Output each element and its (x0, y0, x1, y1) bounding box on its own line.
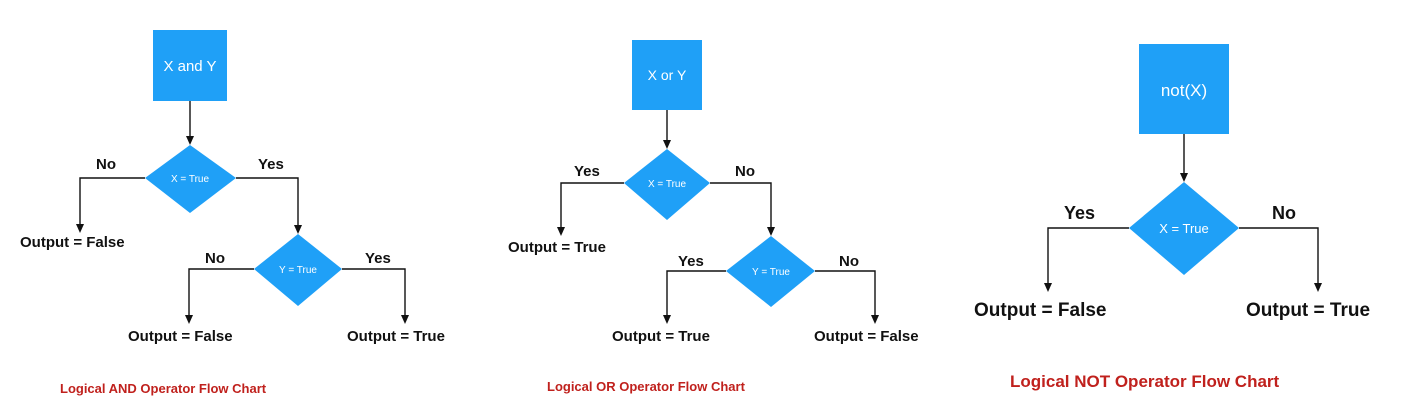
not-start-box (1139, 44, 1229, 134)
or-no-label-2: No (839, 253, 859, 270)
and-no-branch-line-2 (188, 268, 254, 316)
and-decision-y-label: Y = True (279, 265, 317, 276)
not-no-label: No (1272, 203, 1296, 223)
or-no-branch-line (710, 182, 772, 228)
and-start-box (153, 30, 227, 101)
and-arrowhead (186, 136, 194, 145)
and-arrowhead (76, 224, 84, 233)
and-no-label: No (96, 156, 116, 173)
or-no-branch-line-2 (815, 270, 876, 316)
and-decision-x (145, 145, 236, 213)
not-arrowhead (1314, 283, 1322, 292)
not-output-false: Output = False (974, 300, 1107, 321)
or-yes-branch-line (560, 182, 624, 228)
and-start-label: X and Y (163, 58, 216, 75)
or-decision-y (726, 236, 815, 307)
or-arrowhead (663, 315, 671, 324)
and-output-false-2: Output = False (128, 328, 233, 345)
or-arrowhead (767, 227, 775, 236)
not-arrowhead (1044, 283, 1052, 292)
not-caption: Logical NOT Operator Flow Chart (1010, 372, 1280, 391)
and-output-true: Output = True (347, 328, 445, 345)
and-no-branch-line (79, 177, 145, 225)
or-arrowhead (557, 227, 565, 236)
and-decision-x-label: X = True (171, 174, 210, 185)
not-decision-x-label: X = True (1159, 221, 1209, 236)
and-arrowhead (185, 315, 193, 324)
or-decision-x-label: X = True (648, 179, 687, 190)
or-decision-y-label: Y = True (752, 267, 790, 278)
or-output-true-1: Output = True (508, 239, 606, 256)
and-flowchart: X and Y X = True No Output = False Yes Y… (20, 30, 445, 396)
not-no-branch-line (1239, 227, 1319, 284)
or-decision-x (624, 149, 710, 220)
not-decision-x (1129, 182, 1239, 275)
or-output-true-2: Output = True (612, 328, 710, 345)
not-arrowhead (1180, 173, 1188, 182)
or-yes-label-2: Yes (678, 253, 704, 270)
and-output-false-1: Output = False (20, 234, 125, 251)
or-arrowhead (871, 315, 879, 324)
not-flowchart: not(X) X = True Yes Output = False No Ou… (974, 44, 1370, 391)
and-yes-label: Yes (258, 156, 284, 173)
and-arrowhead (294, 225, 302, 234)
or-start-box (632, 40, 702, 110)
and-no-label-2: No (205, 250, 225, 267)
not-yes-branch-line (1047, 227, 1129, 284)
or-start-label: X or Y (648, 67, 687, 83)
and-arrowhead (401, 315, 409, 324)
not-start-label: not(X) (1161, 81, 1207, 100)
or-output-false: Output = False (814, 328, 919, 345)
or-yes-branch-line-2 (666, 270, 726, 316)
and-yes-branch-line (236, 177, 299, 226)
or-yes-label: Yes (574, 163, 600, 180)
not-yes-label: Yes (1064, 203, 1095, 223)
not-output-true: Output = True (1246, 300, 1370, 321)
or-caption: Logical OR Operator Flow Chart (547, 379, 746, 394)
and-decision-y (254, 234, 342, 306)
and-yes-branch-line-2 (342, 268, 406, 316)
or-arrowhead (663, 140, 671, 149)
and-caption: Logical AND Operator Flow Chart (60, 381, 267, 396)
or-no-label: No (735, 163, 755, 180)
or-flowchart: X or Y X = True Yes Output = True No Y =… (508, 40, 919, 394)
and-yes-label-2: Yes (365, 250, 391, 267)
